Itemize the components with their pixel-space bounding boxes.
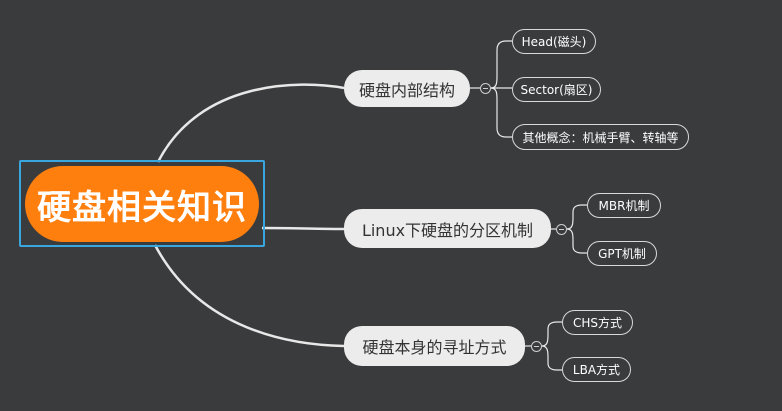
leaf-topic-sector[interactable]: Sector(扇区) [512, 77, 601, 102]
root-topic[interactable]: 硬盘相关知识 [25, 166, 259, 242]
leaf-topic-head[interactable]: Head(磁头) [512, 29, 596, 54]
connector-branch-1-bracket [490, 40, 512, 89]
leaf-topic-gpt[interactable]: GPT机制 [587, 241, 657, 266]
leaf-topic-lba[interactable]: LBA方式 [562, 357, 631, 382]
connector-branch-3-up [541, 321, 562, 347]
branch-topic-structure[interactable]: 硬盘内部结构 [344, 70, 470, 107]
connector-root-branch-1 [156, 83, 345, 163]
collapse-toggle-branch-2[interactable] [556, 224, 567, 235]
leaf-topic-mbr[interactable]: MBR机制 [587, 193, 661, 218]
connector-branch-2-down [566, 228, 587, 254]
connector-root-branch-3 [153, 244, 345, 348]
connector-branch-2-up [566, 204, 587, 230]
root-selection-frame [19, 160, 265, 247]
leaf-topic-chs[interactable]: CHS方式 [562, 310, 633, 335]
connector-branch-3-down [541, 345, 562, 371]
branch-topic-addressing[interactable]: 硬盘本身的寻址方式 [344, 326, 525, 366]
leaf-topic-other-concepts[interactable]: 其他概念：机械手臂、转轴等 [512, 124, 689, 150]
connector-root-branch-2 [261, 226, 345, 231]
branch-topic-partition[interactable]: Linux下硬盘的分区机制 [344, 209, 551, 248]
collapse-toggle-branch-3[interactable] [531, 341, 542, 352]
connector-branch-1-low [490, 87, 512, 138]
collapse-toggle-branch-1[interactable] [480, 83, 491, 94]
